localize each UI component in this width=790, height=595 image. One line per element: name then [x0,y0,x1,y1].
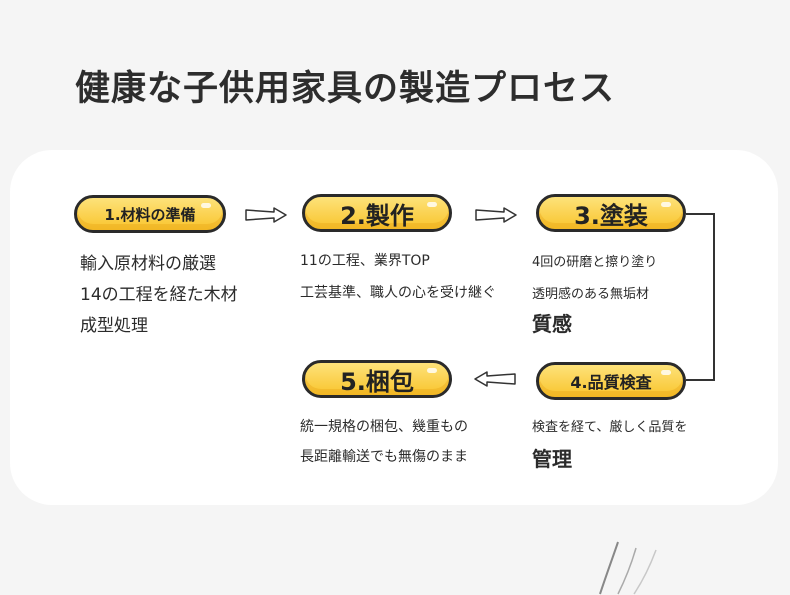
step-5-detail-line-2: 長距離輸送でも無傷のまま [300,449,468,465]
step-2-detail-line-2: 工芸基準、職人の心を受け継ぐ [300,285,496,301]
step-2-label: 2.製作 [302,194,452,232]
step-4-detail-line-2: 管理 [532,447,572,471]
arrow-right-icon [245,207,287,223]
arrow-right-icon [475,207,517,223]
decorative-strokes-icon [599,541,657,595]
connector-line [686,213,715,381]
step-1-label: 1.材料の準備 [74,195,226,233]
step-3-detail-line-2: 透明感のある無垢材 [532,287,650,302]
step-4-detail-line-1: 検査を経て、厳しく品質を [532,420,688,435]
step-1-detail-line-1: 輸入原材料の厳選 [80,254,216,274]
page-title: 健康な子供用家具の製造プロセス [75,69,616,109]
step-1-detail-line-3: 成型処理 [80,316,148,336]
arrow-left-icon [474,371,516,387]
step-5-label: 5.梱包 [302,360,452,398]
step-1-detail-line-2: 14の工程を経た木材 [80,285,238,305]
step-3-detail-line-3: 質感 [532,312,572,336]
step-3-label: 3.塗装 [536,194,686,232]
step-2-detail-line-1: 11の工程、業界TOP [300,253,430,269]
step-3-detail-line-1: 4回の研磨と擦り塗り [532,255,658,270]
step-5-detail-line-1: 統一規格の梱包、幾重もの [300,419,468,435]
step-4-label: 4.品質検査 [536,362,686,400]
